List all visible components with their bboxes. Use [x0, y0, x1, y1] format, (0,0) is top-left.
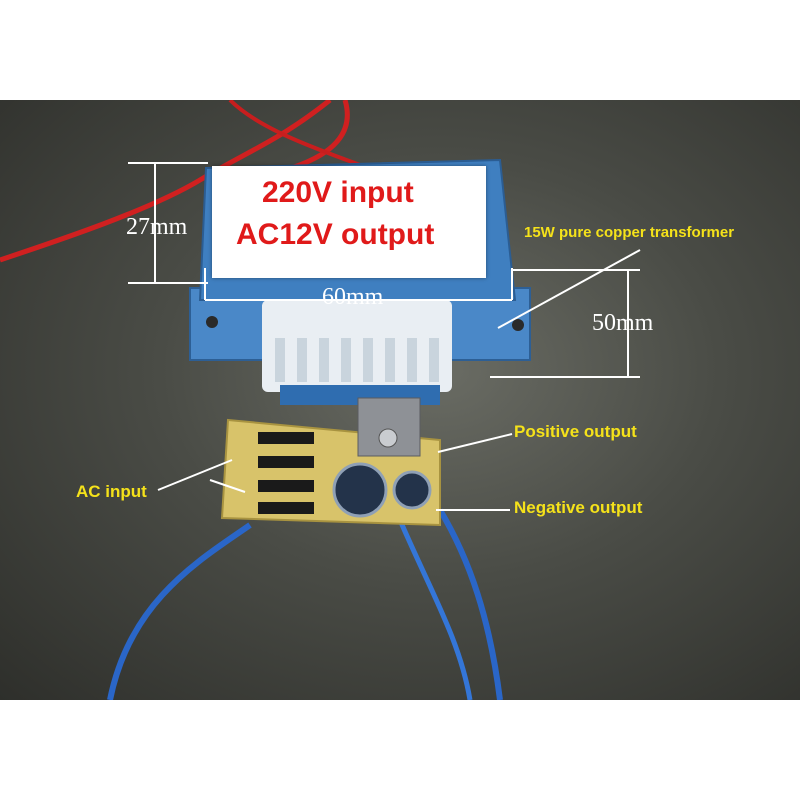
transformer-callout: 15W pure copper transformer — [524, 224, 735, 241]
positive-output-callout: Positive output — [514, 422, 637, 441]
depth-dimension: 50mm — [592, 310, 654, 336]
blue-wire — [397, 519, 473, 700]
transformer-coil — [262, 300, 452, 392]
blue-wire — [437, 508, 503, 700]
capacitor-large — [332, 462, 388, 518]
bracket-hole — [206, 316, 218, 328]
width-dimension: 60mm — [322, 284, 384, 310]
output-voltage-text: AC12V output — [236, 218, 435, 251]
negative-output-callout: Negative output — [514, 498, 643, 517]
bracket-hole — [512, 319, 524, 331]
coil-ridges — [275, 338, 439, 382]
dimension-lines — [128, 162, 640, 378]
input-voltage-text: 220V input — [262, 176, 414, 209]
red-wire — [228, 100, 361, 167]
transformer-label: 220V input AC12V output — [212, 166, 486, 278]
blue-wire — [107, 522, 252, 700]
ac-input-callout: AC input — [76, 482, 147, 501]
height-dimension: 27mm — [126, 214, 188, 240]
regulator-screw — [378, 428, 398, 448]
red-wire — [0, 100, 332, 263]
rectifier-diodes — [258, 432, 314, 514]
callout-lines — [157, 249, 641, 511]
capacitor-small — [392, 470, 432, 510]
